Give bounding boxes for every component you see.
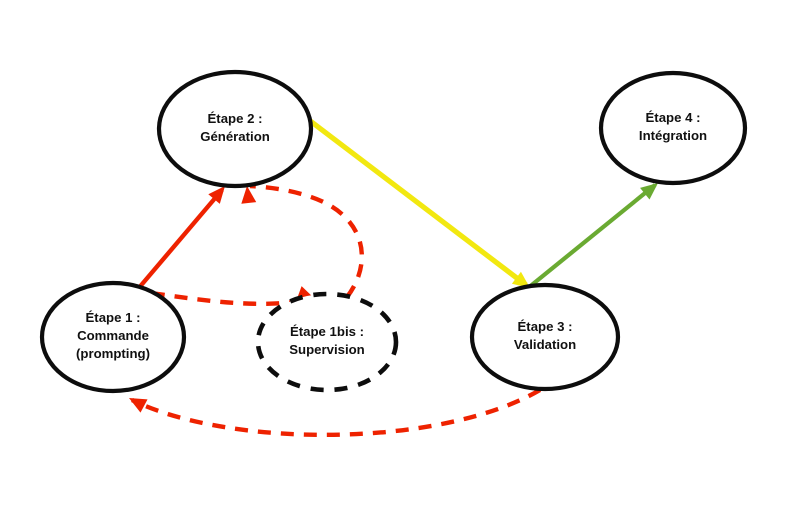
arrow-3-to-4-head-icon [640,183,658,200]
node-etape-4[interactable]: Étape 4 : Intégration [598,70,748,186]
node-etape-2-label-line: Étape 2 : [208,111,263,126]
node-etape-4-label-line: Intégration [639,128,707,143]
node-etape-1bis-label: Étape 1bis : Supervision [289,324,364,357]
node-etape-1-label: Étape 1 : Commande (prompting) [76,310,150,361]
arrow-2-to-3-head-icon [511,271,530,288]
node-etape-2[interactable]: Étape 2 : Génération [156,69,314,189]
node-etape-1bis-label-line: Supervision [289,342,364,357]
node-etape-4-label-line: Étape 4 : [646,110,701,125]
node-etape-1bis[interactable]: Étape 1bis : Supervision [255,291,399,393]
node-etape-3-label: Étape 3 : Validation [514,319,576,352]
node-etape-3[interactable]: Étape 3 : Validation [469,282,621,392]
node-etape-3-label-line: Validation [514,337,576,352]
node-etape-1-label-line: Étape 1 : [86,310,141,325]
arrow-1-to-2-head-icon [208,186,225,204]
node-etape-1[interactable]: Étape 1 : Commande (prompting) [39,280,187,394]
nodes-layer: Étape 1 : Commande (prompting) Étape 1bis :… [39,69,748,394]
node-etape-2-label-line: Génération [200,129,270,144]
arrow-3-to-1-head-icon [129,398,148,413]
arrowheads-layer [129,183,658,413]
edge-etape-3-to-etape-4 [526,183,657,290]
edges-layer [128,114,657,438]
node-etape-2-label: Étape 2 : Génération [200,111,270,144]
node-etape-1-label-line: Commande [77,328,149,343]
node-etape-4-shape[interactable] [598,70,748,186]
node-etape-3-label-line: Étape 3 : [518,319,573,334]
node-etape-1bis-shape[interactable] [255,291,399,393]
edge-etape-1-to-etape-2 [130,188,224,298]
node-etape-1-shape[interactable] [39,280,187,394]
edge-etape-3-to-etape-1 [131,388,542,438]
node-etape-2-shape[interactable] [156,69,314,189]
edge-etape-2-to-etape-3 [303,114,528,288]
edge-etape-1bis-to-etape-2 [249,183,364,299]
node-etape-1-label-line: (prompting) [76,346,150,361]
node-etape-3-shape[interactable] [469,282,621,392]
node-etape-4-label: Étape 4 : Intégration [639,110,707,143]
arrow-1bis-to-2-head-icon [241,186,257,204]
node-etape-1bis-label-line: Étape 1bis : [290,324,364,339]
